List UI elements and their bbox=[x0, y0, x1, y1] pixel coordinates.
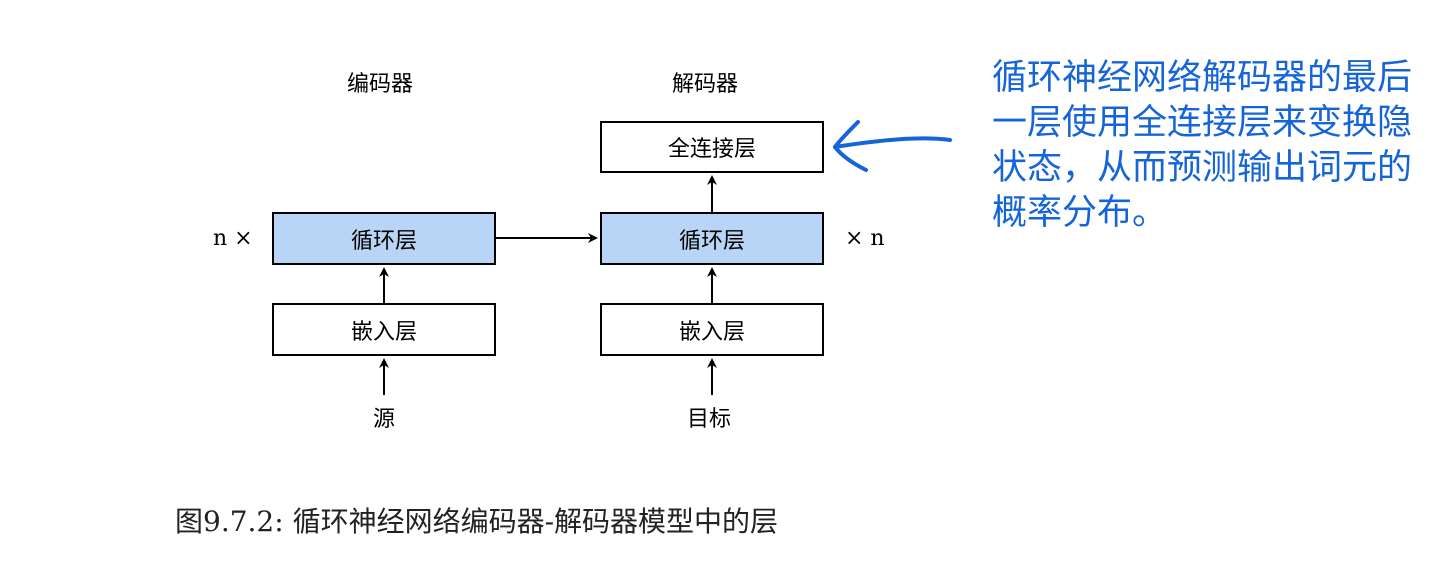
encoder-input-label: 源 bbox=[373, 407, 396, 432]
annotation-pointer-arrow bbox=[833, 136, 952, 149]
decoder-title: 解码器 bbox=[672, 72, 739, 97]
decoder-multiplier: × n bbox=[845, 226, 885, 251]
decoder-rnn-layer: 循环层 bbox=[600, 212, 824, 265]
encoder-embedding-layer: 嵌入层 bbox=[272, 303, 496, 356]
encoder-title: 编码器 bbox=[347, 72, 414, 97]
decoder-input-label: 目标 bbox=[687, 407, 732, 432]
decoder-multiplier-label: × n bbox=[845, 226, 885, 251]
decoder-embedding-layer-label: 嵌入层 bbox=[678, 319, 745, 345]
encoder-multiplier: n × bbox=[213, 226, 253, 251]
encoder-rnn-layer-label: 循环层 bbox=[350, 228, 417, 254]
decoder-rnn-layer-label: 循环层 bbox=[678, 228, 745, 254]
encoder-multiplier-label: n × bbox=[213, 226, 253, 251]
annotation-note: 循环神经网络解码器的最后一层使用全连接层来变换隐状态，从而预测输出词元的概率分布… bbox=[992, 58, 1413, 233]
decoder-dense-layer-label: 全连接层 bbox=[667, 137, 756, 162]
figure-caption: 图9.7.2: 循环神经网络编码器-解码器模型中的层 bbox=[175, 505, 779, 538]
encoder-rnn-layer: 循环层 bbox=[272, 212, 496, 265]
decoder-dense-layer: 全连接层 bbox=[600, 121, 824, 173]
decoder-embedding-layer: 嵌入层 bbox=[600, 303, 824, 356]
encoder-embedding-layer-label: 嵌入层 bbox=[350, 319, 417, 345]
